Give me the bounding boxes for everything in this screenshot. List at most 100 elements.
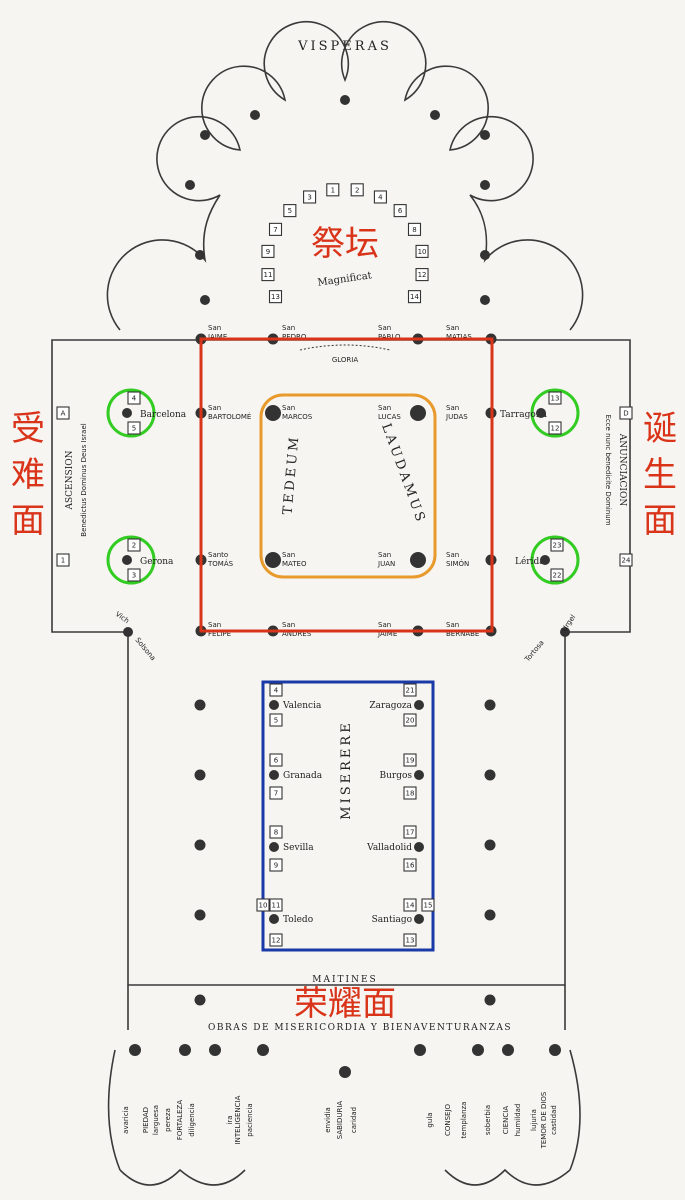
box: 12 (548, 421, 562, 435)
box: 22 (550, 568, 564, 582)
altar-number-box: 11 (261, 268, 275, 282)
nave-pillar (484, 839, 496, 851)
saint-prefix: San (282, 551, 295, 559)
city-barcelona: Barcelona (140, 410, 187, 420)
transept-pillar (560, 627, 570, 637)
transept-pillar (536, 408, 546, 418)
altar-number-box: 3 (303, 190, 317, 204)
left-zh-2: 难 (11, 455, 45, 495)
nave-city-right: Zaragoza (369, 701, 412, 711)
nave-city-left: Sevilla (283, 843, 314, 853)
altar-number-box: 5 (283, 204, 297, 218)
gloria-arc (299, 344, 391, 351)
svg-text:24: 24 (622, 557, 631, 565)
svg-text:1: 1 (61, 557, 65, 565)
bottom-pillar (414, 1044, 426, 1056)
box: 4 (127, 391, 141, 405)
svg-text:4: 4 (132, 395, 137, 403)
left-zh-3: 面 (11, 501, 45, 541)
label-tortosa: Tortosa (523, 639, 546, 664)
box: 3 (127, 568, 141, 582)
city-lerida: Lérida (515, 556, 545, 567)
bottom-pillar (472, 1044, 484, 1056)
svg-text:13: 13 (551, 395, 560, 403)
anunciacion-sub: Ecce nunc benedicite Dominum (604, 414, 612, 525)
box: 1 (56, 553, 70, 567)
city-tarragona: Tarragona (500, 410, 548, 420)
svg-text:6: 6 (398, 207, 403, 215)
saint-prefix: Santo (208, 551, 228, 559)
virtue-label: FORTALEZA (176, 1100, 184, 1141)
transept-pillar (540, 555, 550, 565)
crossing-pillar-large (410, 405, 426, 421)
altar-zh-label: 祭坛 (311, 224, 379, 264)
nave-pillar (194, 699, 206, 711)
virtue-label: caridad (350, 1107, 358, 1133)
box: 2 (127, 538, 141, 552)
bottom-zh-label: 荣耀面 (294, 984, 396, 1024)
virtue-label: lujuria (530, 1109, 538, 1131)
svg-text:10: 10 (259, 902, 268, 910)
virtue-label: PIEDAD (142, 1107, 150, 1133)
saint-prefix: San (282, 324, 295, 332)
svg-text:3: 3 (132, 572, 136, 580)
svg-text:A: A (61, 410, 66, 418)
nave-pillar-small (269, 914, 279, 924)
svg-text:1: 1 (331, 186, 335, 194)
svg-text:2: 2 (355, 186, 359, 194)
virtue-label: pereza (164, 1108, 172, 1132)
nave-number-box-right: 15 (421, 898, 435, 912)
virtue-label: TEMOR DE DIOS (540, 1091, 548, 1149)
saint-name: PEDRO (282, 333, 307, 341)
saint-name: MATIAS (446, 333, 472, 341)
apse-pillar (480, 180, 490, 190)
green-circle-gerona (106, 535, 156, 585)
nave-number-box-left: 4 (269, 683, 283, 697)
nave-pillar-small (414, 842, 424, 852)
svg-text:19: 19 (406, 757, 415, 765)
nave-number-box-right: 14 (403, 898, 417, 912)
svg-text:23: 23 (553, 542, 562, 550)
saint-name: JUAN (377, 560, 395, 568)
virtue-label: INTELIGENCIA (234, 1095, 242, 1144)
nave-number-box-left: 9 (269, 858, 283, 872)
transept-pillar (122, 555, 132, 565)
ascension-label: ASCENSION (65, 450, 75, 510)
nave-number-box-right: 19 (403, 753, 417, 767)
altar-number-box: 9 (261, 244, 275, 258)
svg-text:4: 4 (274, 687, 279, 695)
gloria-label: GLORIA (332, 356, 359, 364)
saint-prefix: San (446, 404, 459, 412)
nave-city-left: Granada (283, 771, 323, 781)
virtue-label: gula (426, 1112, 434, 1127)
saint-prefix: San (282, 621, 295, 629)
svg-text:7: 7 (273, 226, 277, 234)
right-zh-3: 面 (643, 501, 677, 541)
transept-pillar (122, 408, 132, 418)
nave-number-box-right: 20 (403, 713, 417, 727)
obras-label: OBRAS DE MISERICORDIA Y BIENAVENTURANZAS (208, 1023, 512, 1033)
saint-prefix: San (378, 621, 391, 629)
saint-name: JAIME (377, 630, 397, 638)
saint-prefix: San (378, 404, 391, 412)
virtue-label: diligencia (188, 1103, 196, 1137)
saint-prefix: San (208, 621, 221, 629)
saint-prefix: San (208, 404, 221, 412)
bottom-pillar (179, 1044, 191, 1056)
crossing-pillar-large (265, 552, 281, 568)
svg-text:11: 11 (263, 271, 272, 279)
altar-number-box: 10 (415, 244, 429, 258)
altar-number-box: 14 (407, 290, 422, 304)
laudamus-label: LAUDAMUS (378, 421, 428, 526)
saint-name: PABLO (378, 333, 401, 341)
saint-name: TOMÁS (207, 559, 234, 568)
label-vich: Vich (114, 610, 131, 625)
anunciacion-label: ANUNCIACION (617, 433, 627, 507)
ascension-sub: Benedictus Dominus Deus Israel (80, 423, 88, 537)
nave-pillar (194, 769, 206, 781)
box: 13 (548, 391, 562, 405)
virtue-label: larguesa (152, 1105, 160, 1135)
green-circle-tarragona (530, 388, 580, 438)
